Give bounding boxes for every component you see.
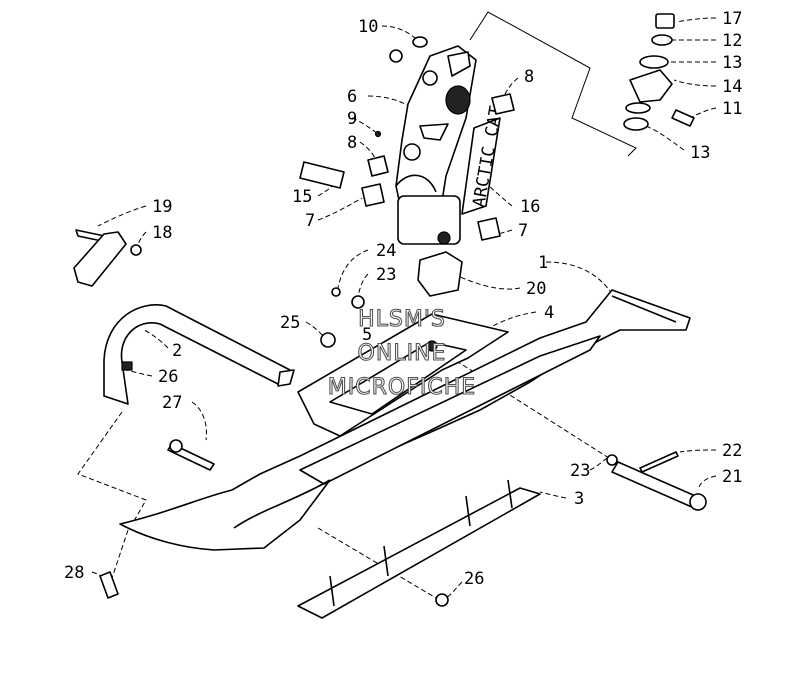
- saddle-icon: [417, 251, 463, 297]
- callout-24: 24: [376, 241, 396, 261]
- watermark-line-2: ONLINE: [358, 341, 447, 366]
- washer-icon: [412, 36, 428, 48]
- callout-23: 23: [570, 461, 590, 481]
- callout-8: 8: [524, 67, 534, 87]
- nut-icon: [389, 49, 403, 63]
- callout-19: 19: [152, 197, 172, 217]
- callout-1: 1: [538, 253, 548, 273]
- nut-icon: [351, 295, 365, 309]
- callout-3: 3: [574, 489, 584, 509]
- steering-arm-icon: [629, 69, 673, 103]
- callout-15: 15: [292, 187, 312, 207]
- callout-14: 14: [722, 77, 742, 97]
- bolt-icon: [99, 571, 119, 599]
- watermark: HLSM'S ONLINE MICROFICHE: [327, 306, 476, 400]
- spindle-decal: ARCTIC CAT: [461, 105, 507, 215]
- watermark-line-3: MICROFICHE: [328, 375, 476, 400]
- callout-22: 22: [722, 441, 742, 461]
- ski-loop: [103, 304, 295, 405]
- nut-icon: [435, 593, 449, 607]
- callout-9: 9: [347, 109, 357, 129]
- cap-icon: [655, 13, 675, 29]
- ski: [119, 289, 691, 551]
- callout-16: 16: [520, 197, 540, 217]
- washer-icon: [639, 55, 669, 69]
- washer-icon: [606, 454, 618, 466]
- callout-10: 10: [358, 17, 378, 37]
- callout-13: 13: [690, 143, 710, 163]
- bolt-icon: [671, 109, 695, 127]
- steering-arm-hardware: [623, 13, 695, 131]
- callout-4: 4: [544, 303, 554, 323]
- callout-26: 26: [158, 367, 178, 387]
- nut-icon: [320, 332, 336, 348]
- callout-20: 20: [526, 279, 546, 299]
- callout-18: 18: [152, 223, 172, 243]
- callout-17: 17: [722, 9, 742, 29]
- watermark-line-1: HLSM'S: [358, 307, 446, 332]
- callout-27: 27: [162, 393, 182, 413]
- callout-21: 21: [722, 467, 742, 487]
- bushing-icon: [367, 155, 389, 177]
- callout-25: 25: [280, 313, 300, 333]
- bushing-icon: [491, 93, 515, 115]
- callout-7: 7: [305, 211, 315, 231]
- leader-lines: [77, 11, 717, 599]
- ring-icon: [651, 34, 673, 46]
- bushing-icon: [477, 217, 501, 241]
- handle-bracket: [73, 229, 142, 287]
- bushing-icon: [361, 183, 385, 207]
- callout-labels: 10 6 9 8 8 15 7 7 16 17 12 13 14 11 13 1…: [64, 9, 742, 589]
- callout-23: 23: [376, 265, 396, 285]
- washer-icon: [625, 102, 651, 114]
- pin-icon: [299, 161, 345, 189]
- callout-8: 8: [347, 133, 357, 153]
- callout-26: 26: [464, 569, 484, 589]
- bushings: [299, 36, 515, 241]
- callout-5: 5: [362, 325, 372, 345]
- saddle-and-nuts: [320, 251, 463, 348]
- washer-icon: [331, 287, 341, 297]
- cotter-pin-icon: [639, 451, 679, 473]
- wear-bar: [297, 479, 541, 619]
- callout-2: 2: [172, 341, 182, 361]
- bolt-head-icon: [121, 361, 133, 371]
- callout-7: 7: [518, 221, 528, 241]
- spring-coil-icon: [445, 85, 471, 115]
- grease-fitting-icon: [374, 130, 382, 138]
- ski-skag: [297, 313, 509, 437]
- washer-icon: [623, 117, 649, 131]
- callout-6: 6: [347, 87, 357, 107]
- callout-11: 11: [722, 99, 742, 119]
- spindle: [395, 45, 477, 245]
- bolts: [99, 439, 707, 599]
- nut-icon: [130, 244, 142, 256]
- callout-13: 13: [722, 53, 742, 73]
- bolt-icon: [611, 461, 701, 509]
- callout-28: 28: [64, 563, 84, 583]
- callout-12: 12: [722, 31, 742, 51]
